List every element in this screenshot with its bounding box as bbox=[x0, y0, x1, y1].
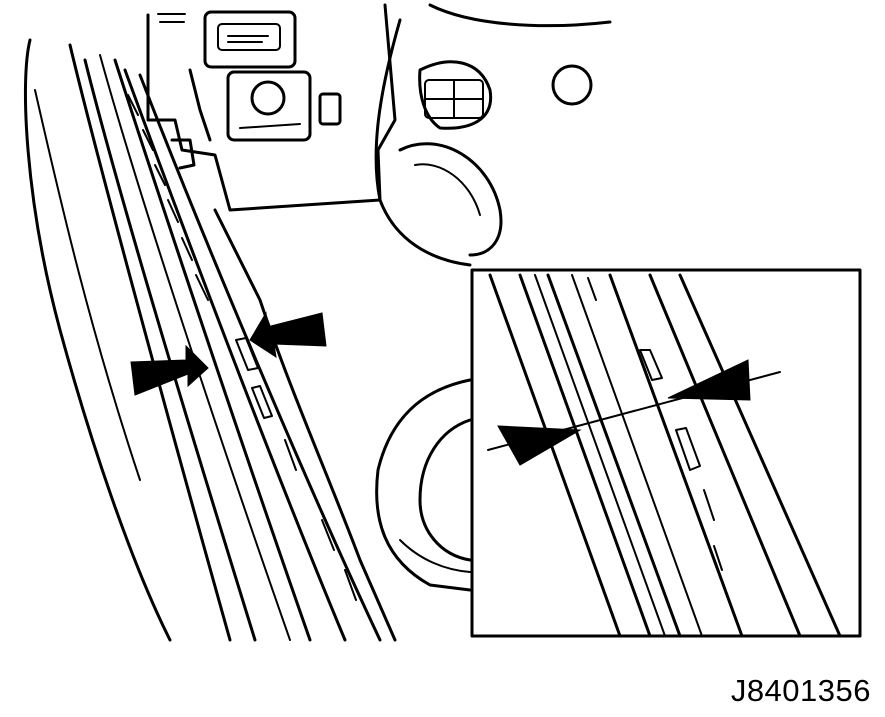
arrow-right-inset bbox=[667, 359, 751, 401]
arrow-left-main bbox=[130, 344, 209, 396]
seat bbox=[375, 378, 472, 592]
arrow-left-inset bbox=[497, 425, 582, 466]
steering-wheel bbox=[374, 3, 612, 267]
figure-code: J8401356 bbox=[730, 673, 871, 708]
door-sill-trim bbox=[23, 38, 397, 642]
center-console bbox=[146, 3, 397, 212]
arrow-right-main bbox=[249, 311, 327, 359]
detail-inset bbox=[470, 268, 862, 638]
measurement-arrows-main bbox=[130, 311, 327, 396]
